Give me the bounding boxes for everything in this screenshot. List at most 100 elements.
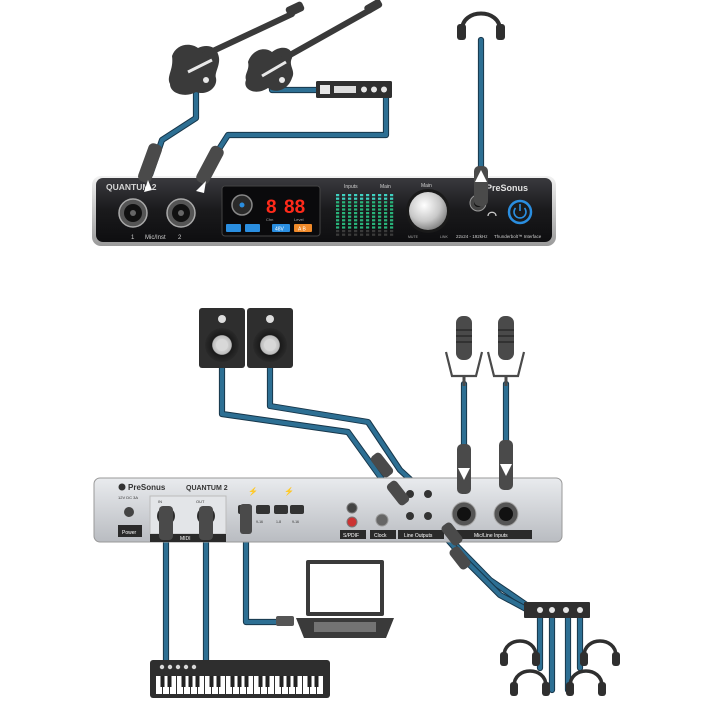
mic-line-inputs-label: Mic/Line Inputs	[474, 533, 508, 539]
black-key	[286, 676, 291, 687]
meter-led	[336, 230, 340, 233]
power-connector[interactable]	[124, 507, 134, 517]
black-key	[314, 676, 319, 687]
power-button[interactable]	[507, 199, 533, 225]
interface-name: Thunderbolt™ Interface	[494, 234, 542, 239]
meter-led	[384, 208, 388, 211]
studio-monitor-icon	[247, 308, 293, 368]
electric-guitar-icon	[168, 1, 305, 95]
white-key	[282, 676, 288, 694]
main-meter-label: Main	[380, 184, 391, 190]
main-volume-knob[interactable]	[406, 189, 450, 233]
nav-right-button[interactable]	[245, 224, 260, 232]
meter-led	[336, 215, 340, 218]
meter-led	[384, 230, 388, 233]
meter-led	[372, 208, 376, 211]
black-key	[244, 676, 249, 687]
meter-led	[366, 212, 370, 215]
keyboard-knob	[175, 664, 181, 670]
white-key	[289, 676, 295, 694]
meter-led	[354, 226, 358, 229]
meter-led	[384, 201, 388, 204]
white-key	[156, 676, 162, 694]
meter-led	[384, 222, 388, 225]
line-outputs-label: Line Outputs	[404, 533, 433, 539]
meter-led	[354, 212, 358, 215]
headphones-icon	[580, 639, 620, 666]
meter-led	[372, 230, 376, 233]
white-key	[212, 676, 218, 694]
adat-port[interactable]	[256, 505, 270, 514]
combo-jack-1[interactable]	[118, 198, 148, 228]
front-plugs	[137, 143, 488, 206]
white-key	[170, 676, 176, 694]
meter-led	[342, 230, 346, 233]
black-key	[307, 676, 312, 687]
btn-48v-label: 48V	[275, 227, 285, 233]
meter-led	[390, 233, 394, 236]
ab-button[interactable]	[294, 224, 312, 232]
white-key	[247, 676, 253, 694]
meter-led	[390, 226, 394, 229]
meter-led	[342, 212, 346, 215]
meter-led	[336, 197, 340, 200]
meter-led	[378, 219, 382, 222]
meter-led	[342, 194, 346, 197]
display-right: 88	[284, 197, 305, 218]
meter-led	[336, 201, 340, 204]
meter-led	[342, 201, 346, 204]
knob-label: Main	[421, 183, 432, 189]
meter-led	[390, 215, 394, 218]
meter-led	[354, 201, 358, 204]
meter-led	[384, 215, 388, 218]
front-brand: QUANTUM 2	[106, 182, 157, 192]
electric-guitar-icon	[245, 0, 383, 92]
meter-led	[348, 194, 352, 197]
combo-jack-2[interactable]	[166, 198, 196, 228]
white-key	[317, 676, 323, 694]
power-label: Power	[122, 530, 137, 536]
meter-led	[372, 226, 376, 229]
thunderbolt-port-2[interactable]	[274, 505, 288, 514]
phantom-power-button[interactable]	[272, 224, 290, 232]
midi-label: MIDI	[180, 536, 191, 542]
front-logo: PreSonus	[486, 183, 528, 193]
display-sub-right: Level	[294, 217, 304, 222]
meter-led	[360, 219, 364, 222]
btn-ab-label: A B	[298, 227, 306, 233]
meter-led	[354, 219, 358, 222]
rear-logo: PreSonus	[128, 483, 166, 492]
black-key	[188, 676, 193, 687]
adat-port[interactable]	[290, 505, 304, 514]
keyboard-knob	[167, 664, 173, 670]
meter-led	[390, 204, 394, 207]
black-key	[265, 676, 270, 687]
nav-left-button[interactable]	[226, 224, 241, 232]
meter-led	[372, 194, 376, 197]
meter-led	[348, 230, 352, 233]
meter-led	[372, 233, 376, 236]
thunderbolt-connector	[276, 616, 294, 626]
black-key	[167, 676, 172, 687]
meter-led	[348, 212, 352, 215]
meter-led	[378, 194, 382, 197]
meter-led	[354, 194, 358, 197]
meter-led	[378, 197, 382, 200]
meter-led	[354, 197, 358, 200]
meter-led	[336, 226, 340, 229]
meter-led	[366, 222, 370, 225]
white-key	[310, 676, 316, 694]
meter-led	[366, 219, 370, 222]
meter-led	[360, 204, 364, 207]
meter-led	[378, 204, 382, 207]
keyboard-knob	[159, 664, 165, 670]
meter-led	[378, 226, 382, 229]
thunderbolt-icon: ⚡	[284, 486, 294, 496]
meter-led	[378, 215, 382, 218]
white-key	[191, 676, 197, 694]
word-clock-bnc[interactable]	[375, 513, 389, 527]
meter-led	[360, 208, 364, 211]
white-key	[219, 676, 225, 694]
meter-led	[378, 201, 382, 204]
meter-led	[378, 212, 382, 215]
